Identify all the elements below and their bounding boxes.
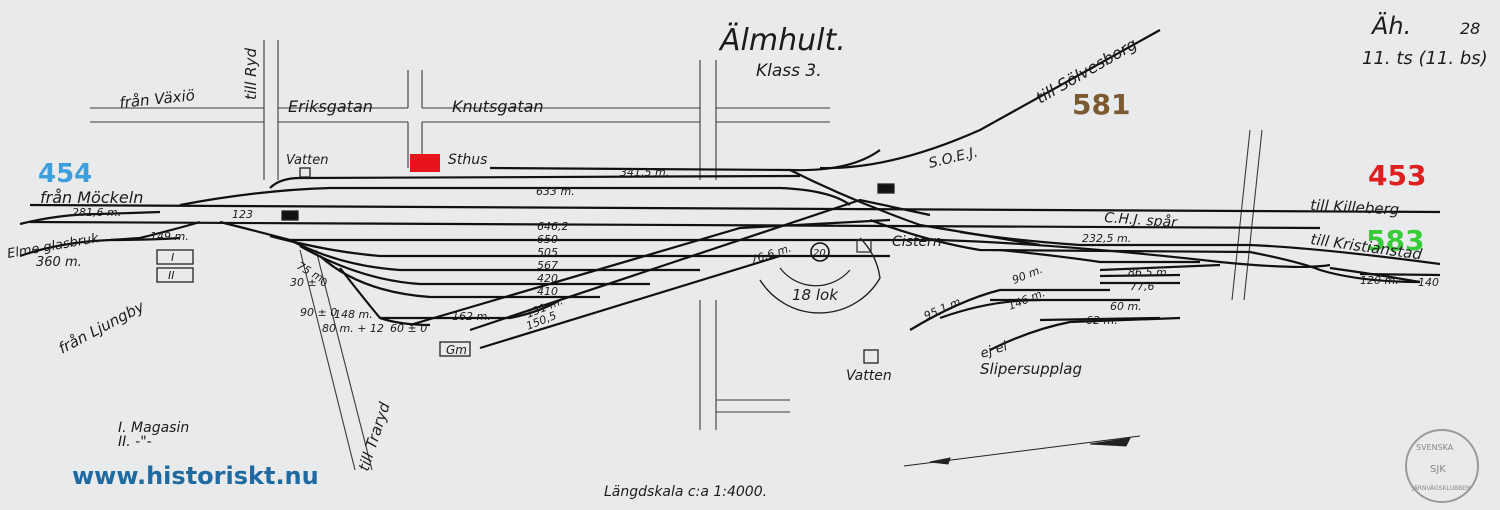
len-410: 410	[537, 285, 558, 298]
label-sthus: Sthus	[448, 152, 487, 168]
label-till-traryd: till Traryd	[355, 400, 394, 474]
tracks	[19, 29, 1441, 351]
label-gm: Gm	[446, 343, 467, 357]
len-951: 95,1 m.	[922, 294, 966, 323]
building-II-label: II	[168, 269, 175, 282]
label-elme-len: 360 m.	[36, 255, 82, 270]
building-I-label: I	[171, 251, 174, 264]
legend-magasin-2: II. -"-	[118, 434, 152, 450]
len-776: 77,6	[1130, 280, 1155, 293]
goods-shed	[439, 341, 471, 357]
corner-number: 28	[1460, 19, 1480, 38]
stamp-top: SVENSKA	[1416, 443, 1454, 452]
building-I	[156, 249, 194, 265]
label-ej-el: ej el	[979, 339, 1010, 362]
len-420: 420	[537, 272, 558, 285]
len-90: 90 m.	[1010, 263, 1044, 287]
cistern-box	[856, 239, 872, 253]
vatten-box-1	[299, 167, 311, 178]
len-60a: 60 m.	[1110, 300, 1142, 313]
turntable-area	[759, 237, 881, 314]
stamp: SVENSKA SJK JÄRNVÄGSKLUBBEN	[1405, 429, 1479, 503]
label-knutsgatan: Knutsgatan	[452, 97, 544, 116]
corner-code: Äh.	[1370, 11, 1411, 40]
building-II	[156, 267, 194, 283]
station-marker-2	[877, 183, 895, 194]
stamp-middle: SJK	[1430, 464, 1446, 475]
website-link[interactable]: www.historiskt.nu	[72, 462, 319, 490]
len-80: 80 m. + 12	[322, 322, 384, 335]
label-till-killeberg: till Killeberg	[1310, 196, 1400, 219]
corner-note: 11. ts (11. bs)	[1362, 48, 1488, 69]
label-scale: Längdskala c:a 1:4000.	[604, 484, 767, 500]
label-fran-mockeln: från Möckeln	[40, 188, 143, 207]
len-30: 30 ± 0	[290, 276, 327, 289]
label-vatten-1: Vatten	[286, 153, 328, 168]
len-2816: 281,6 m.	[72, 206, 121, 219]
len-123: 123	[232, 208, 253, 221]
label-till-ryd: till Ryd	[242, 48, 260, 100]
north-arrow	[903, 435, 1141, 467]
len-60b: 60 ± 0	[390, 322, 427, 335]
len-505: 505	[537, 246, 558, 259]
len-148: 148 m.	[334, 308, 373, 321]
label-turntable: 20	[813, 248, 826, 259]
subtitle: Klass 3.	[756, 61, 822, 81]
label-chj-spar: C.H.J. spår	[1104, 209, 1179, 231]
len-162: 162 m.	[452, 310, 491, 323]
label-fran-ljungby: från Ljungby	[55, 297, 148, 358]
buildings	[156, 167, 895, 364]
stamp-bottom: JÄRNVÄGSKLUBBEN	[1411, 485, 1471, 492]
len-341: 341,5 m.	[620, 166, 669, 179]
len-766: 76,6 m.	[749, 241, 793, 266]
len-865: 86,5 m.	[1128, 266, 1170, 279]
route-583: 583	[1366, 224, 1424, 257]
len-646: 646,2	[537, 220, 569, 233]
len-633: 633 m.	[536, 185, 575, 198]
len-90b: 90 ± 0	[300, 306, 337, 319]
route-454: 454	[38, 159, 92, 189]
route-453: 453	[1368, 159, 1426, 192]
legend-magasin-1: I. Magasin	[118, 420, 189, 436]
label-slipersupplag: Slipersupplag	[980, 360, 1082, 378]
len-140: 140	[1418, 276, 1439, 289]
vatten-box-2	[863, 349, 879, 364]
len-2325: 232,5 m.	[1082, 232, 1131, 245]
len-650: 650	[537, 233, 558, 246]
label-eriksgatan: Eriksgatan	[288, 97, 373, 116]
route-581: 581	[1072, 88, 1130, 121]
track-length-labels: 341,5 m. 633 m. 646,2 650 505 567 420 41…	[72, 166, 1439, 335]
label-vatten-2: Vatten	[846, 368, 892, 384]
len-120: 120 m.	[1360, 274, 1399, 287]
turntable	[810, 242, 830, 262]
station-marker	[281, 210, 299, 221]
streets	[90, 40, 1263, 471]
title: Älmhult.	[718, 22, 846, 58]
label-18-lok: 18 lok	[792, 286, 839, 304]
label-cistern: Cistern	[892, 234, 942, 250]
len-567: 567	[537, 259, 558, 272]
len-149: 149 m.	[150, 230, 189, 243]
station-building	[410, 154, 440, 172]
len-62: 62 m.	[1086, 314, 1118, 327]
